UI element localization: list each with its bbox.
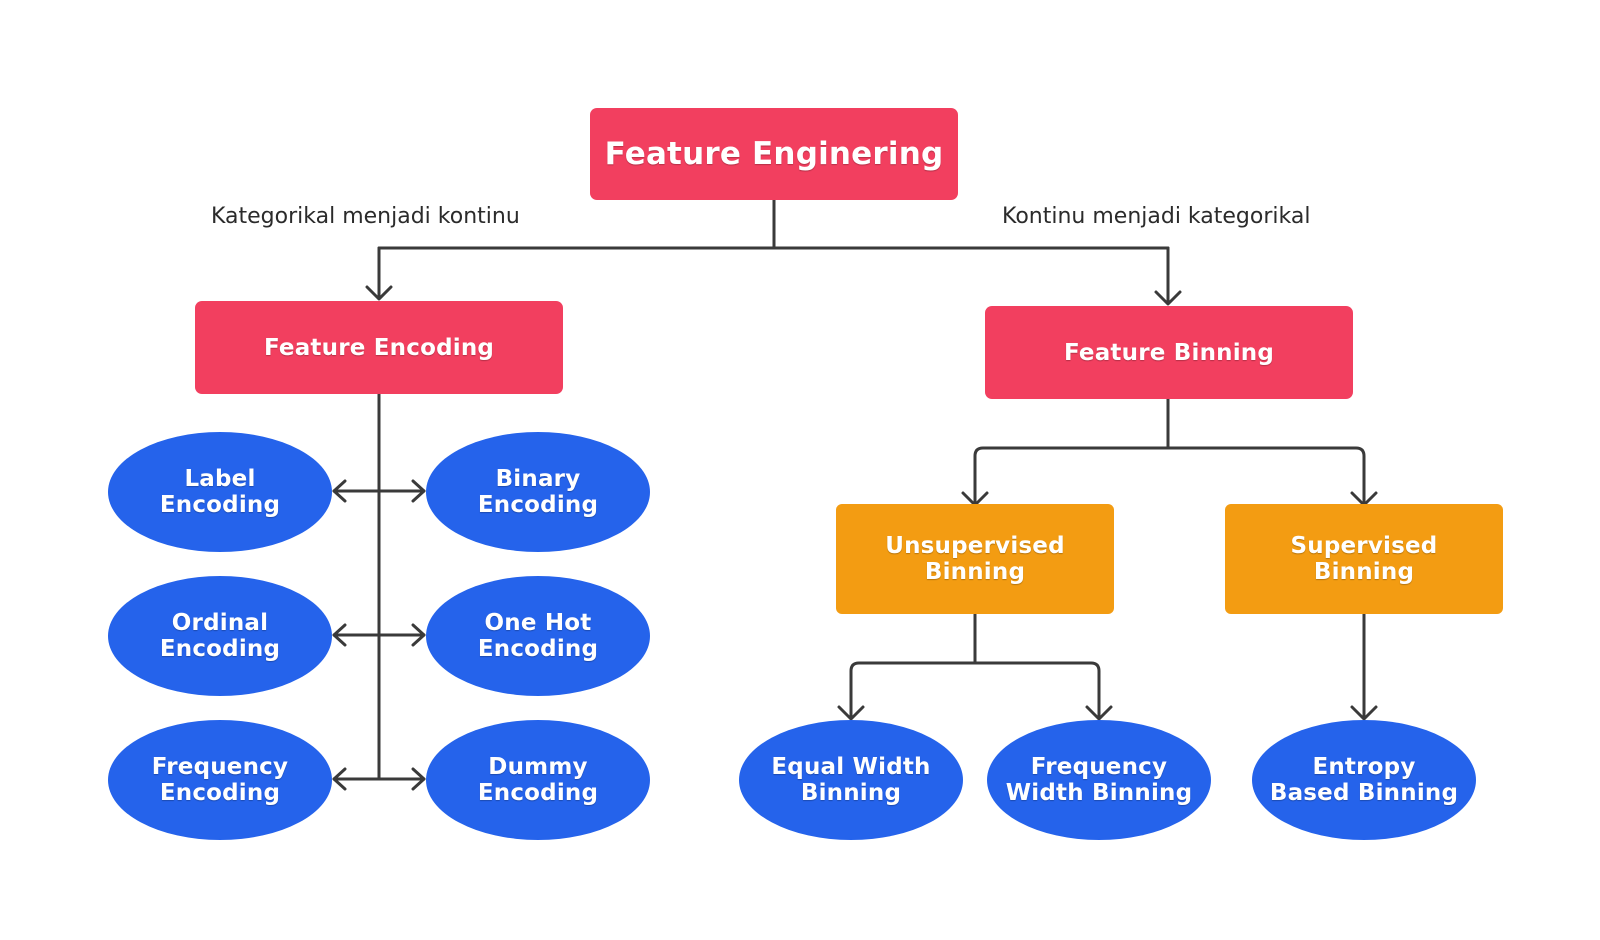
connector-unsupervised-split — [849, 612, 1101, 720]
node-feature-binning: Feature Binning — [985, 306, 1353, 399]
node-equal-width-binning: Equal Width Binning — [739, 720, 963, 840]
arrowhead-entropy — [1350, 705, 1378, 721]
arrowheads-row3 — [332, 767, 426, 791]
caption-continuous-to-categorical: Kontinu menjadi kategorikal — [1002, 204, 1311, 229]
connector-binning-split — [973, 397, 1366, 506]
node-label-encoding: Label Encoding — [108, 432, 332, 552]
arrowheads-row1 — [332, 479, 426, 503]
arrowhead-equal-width — [837, 705, 865, 721]
root-node-feature-engineering: Feature Enginering — [590, 108, 958, 200]
node-entropy-based-binning: Entropy Based Binning — [1252, 720, 1476, 840]
node-one-hot-encoding: One Hot Encoding — [426, 576, 650, 696]
arrowheads-row2 — [332, 623, 426, 647]
arrowhead-encoding — [365, 285, 393, 301]
arrowhead-binning — [1154, 290, 1182, 306]
arrowhead-frequency-width — [1085, 705, 1113, 721]
node-unsupervised-binning: Unsupervised Binning — [836, 504, 1114, 614]
node-dummy-encoding: Dummy Encoding — [426, 720, 650, 840]
node-frequency-width-binning: Frequency Width Binning — [987, 720, 1211, 840]
node-ordinal-encoding: Ordinal Encoding — [108, 576, 332, 696]
node-binary-encoding: Binary Encoding — [426, 432, 650, 552]
node-feature-encoding: Feature Encoding — [195, 301, 563, 394]
node-supervised-binning: Supervised Binning — [1225, 504, 1503, 614]
node-frequency-encoding: Frequency Encoding — [108, 720, 332, 840]
connector-root-branches — [377, 198, 1170, 250]
caption-categorical-to-continuous: Kategorikal menjadi kontinu — [211, 204, 520, 229]
